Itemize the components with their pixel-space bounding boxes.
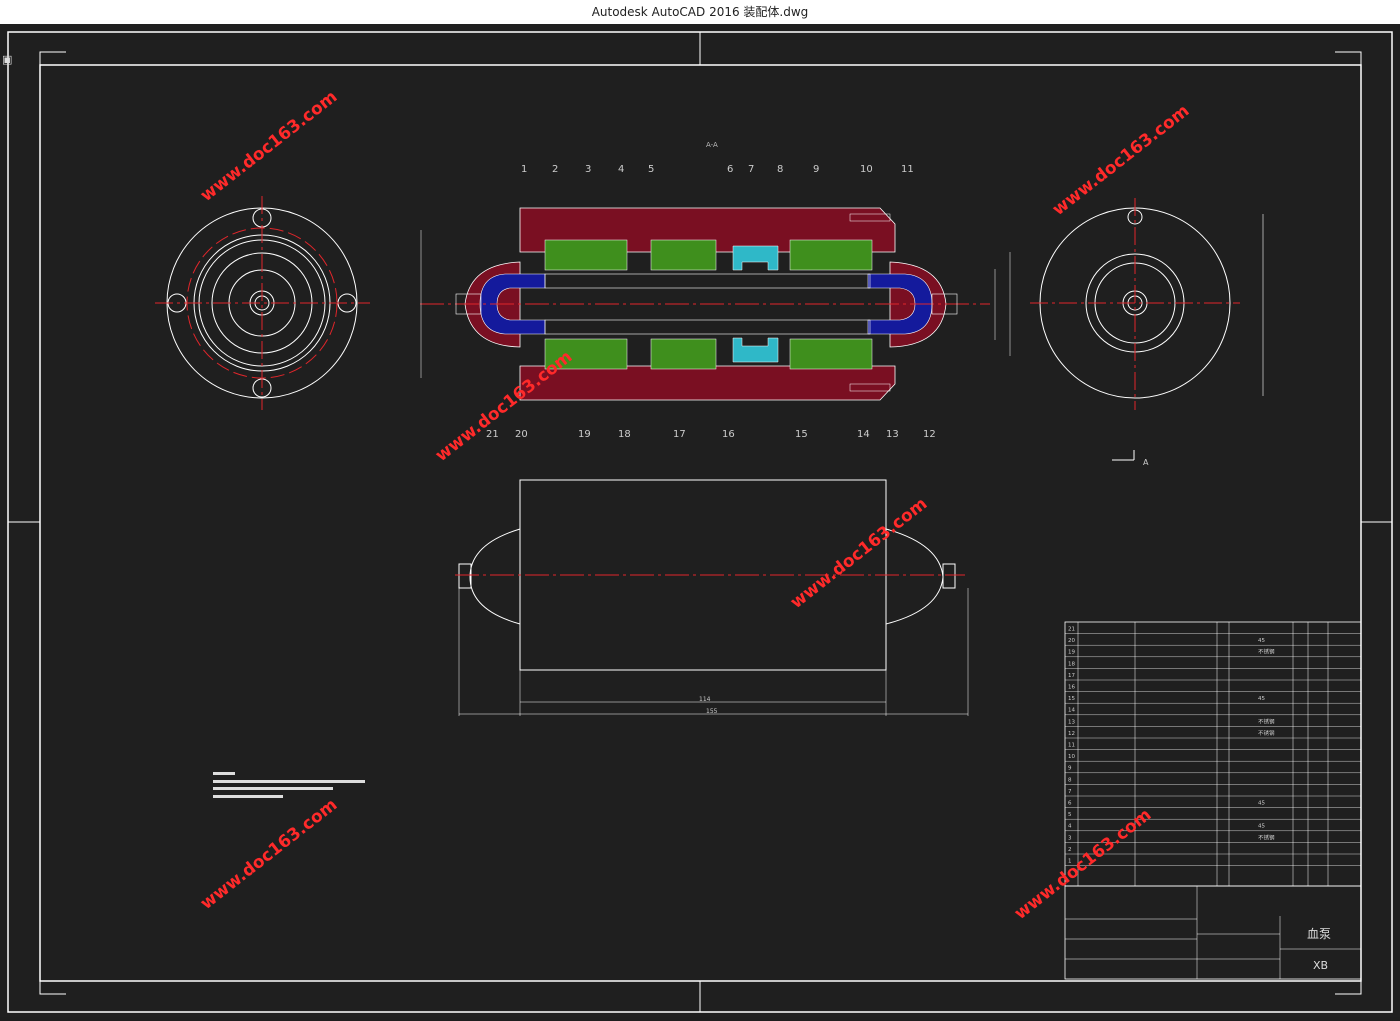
bom-row-number: 3: [1068, 835, 1072, 841]
right-end-view: [1030, 198, 1264, 410]
dim-155: 155: [706, 708, 718, 715]
balloon-1: 1: [521, 164, 527, 175]
inner-frame: [39, 64, 1362, 982]
bom-row-material: 45: [1258, 638, 1265, 644]
balloon-16: 16: [722, 429, 735, 440]
front-view: 114 155: [455, 479, 969, 716]
bom-row-number: 1: [1068, 859, 1072, 865]
corner-mark-bl: [39, 981, 66, 995]
view-arrow-a: A: [1112, 450, 1149, 467]
bom-row-number: 12: [1068, 731, 1075, 737]
dim-114: 114: [699, 696, 711, 703]
balloons-bottom: 21 20 19 18 17 16 15 14 13 12: [486, 429, 936, 440]
watermark-2: www.doc163.com: [1049, 101, 1194, 220]
balloon-8: 8: [777, 164, 783, 175]
balloon-21: 21: [486, 429, 499, 440]
watermark-4: www.doc163.com: [787, 494, 932, 613]
watermark-3: www.doc163.com: [432, 347, 577, 466]
balloon-5: 5: [648, 164, 654, 175]
bom-row-number: 20: [1068, 638, 1075, 644]
bom-row-material: 不锈钢: [1258, 648, 1275, 656]
balloon-20: 20: [515, 429, 528, 440]
view-label: A: [1143, 458, 1149, 467]
bom-row-number: 13: [1068, 719, 1075, 725]
balloon-17: 17: [673, 429, 686, 440]
corner-mark-br: [1335, 981, 1362, 995]
bom-row-material: 45: [1258, 824, 1265, 830]
balloon-6: 6: [727, 164, 733, 175]
balloon-15: 15: [795, 429, 808, 440]
drawing-svg: A-A: [7, 31, 1393, 1013]
bom-row-number: 15: [1068, 696, 1075, 702]
balloon-2: 2: [552, 164, 558, 175]
bom-row-material: 不锈钢: [1258, 833, 1275, 841]
balloon-9: 9: [813, 164, 819, 175]
drawing-canvas[interactable]: A-A: [0, 24, 1400, 1017]
corner-mark-tl: [39, 51, 66, 65]
balloon-7: 7: [748, 164, 754, 175]
balloon-18: 18: [618, 429, 631, 440]
bom-row-number: 21: [1068, 627, 1075, 633]
bom-row-number: 5: [1068, 812, 1072, 818]
bom-row-material: 不锈钢: [1258, 729, 1275, 737]
bom-row-number: 7: [1068, 789, 1072, 795]
system-menu-icon[interactable]: ▣: [2, 53, 13, 66]
bom-row-material: 不锈钢: [1258, 717, 1275, 725]
bom-row-number: 16: [1068, 685, 1075, 691]
bom-row-number: 10: [1068, 754, 1075, 760]
corner-mark-tr: [1335, 51, 1362, 65]
bom-row-number: 4: [1068, 824, 1072, 830]
technical-notes: [213, 772, 365, 798]
balloon-11: 11: [901, 164, 914, 175]
section-label: A-A: [706, 141, 718, 149]
bom-row-number: 8: [1068, 777, 1072, 783]
title-block: 血泵 XB: [1064, 885, 1362, 980]
watermark-1: www.doc163.com: [197, 87, 342, 206]
bom-row-number: 18: [1068, 661, 1075, 667]
bom-row-number: 14: [1068, 708, 1075, 714]
product-name: 血泵: [1307, 927, 1331, 941]
bom-row-material: 45: [1258, 801, 1265, 807]
balloon-4: 4: [618, 164, 624, 175]
balloons-top: 1 2 3 4 5 6 7 8 9 10 11: [521, 164, 914, 175]
balloon-19: 19: [578, 429, 591, 440]
left-end-view: [155, 196, 370, 410]
watermark-6: www.doc163.com: [1011, 805, 1156, 924]
balloon-10: 10: [860, 164, 873, 175]
balloon-3: 3: [585, 164, 591, 175]
balloon-13: 13: [886, 429, 899, 440]
section-view: A-A: [420, 141, 1011, 401]
bom-row-material: 45: [1258, 696, 1265, 702]
bom-row-number: 6: [1068, 801, 1072, 807]
bom-row-number: 9: [1068, 766, 1072, 772]
balloon-14: 14: [857, 429, 870, 440]
bom-row-number: 19: [1068, 650, 1075, 656]
bom-row-number: 2: [1068, 847, 1072, 853]
window-title: Autodesk AutoCAD 2016 装配体.dwg: [0, 0, 1400, 24]
bom-row-number: 17: [1068, 673, 1075, 679]
bom-row-number: 11: [1068, 743, 1075, 749]
drawing-code: XB: [1313, 959, 1328, 972]
balloon-12: 12: [923, 429, 936, 440]
watermark-5: www.doc163.com: [197, 795, 342, 914]
